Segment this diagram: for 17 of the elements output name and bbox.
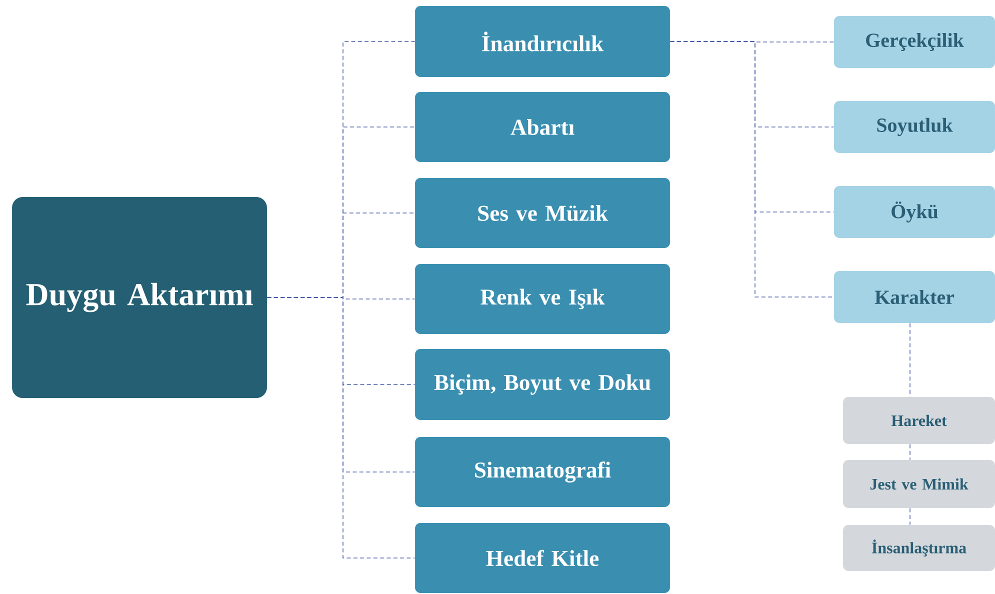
topic-box: Abartı — [415, 92, 670, 162]
topic-box: İnandırıcılık — [415, 6, 670, 77]
detail-box: Hareket — [843, 397, 995, 444]
subtopic-box: Öykü — [834, 186, 995, 238]
subtopic-box: Karakter — [834, 271, 995, 323]
connector-line — [266, 297, 416, 558]
topic-box: Ses ve Müzik — [415, 178, 670, 248]
connector-line — [670, 41, 834, 298]
topic-box: Sinematografi — [415, 437, 670, 507]
subtopic-box: Gerçekçilik — [834, 16, 995, 68]
topic-box: Hedef Kitle — [415, 523, 670, 593]
subtopic-box: Soyutluk — [834, 101, 995, 153]
topic-box: Biçim, Boyut ve Doku — [415, 349, 670, 420]
detail-box: İnsanlaştırma — [843, 525, 995, 571]
topic-box: Renk ve Işık — [415, 264, 670, 334]
main-topic-box: Duygu Aktarımı — [12, 196, 267, 398]
detail-box: Jest ve Mimik — [843, 460, 995, 508]
